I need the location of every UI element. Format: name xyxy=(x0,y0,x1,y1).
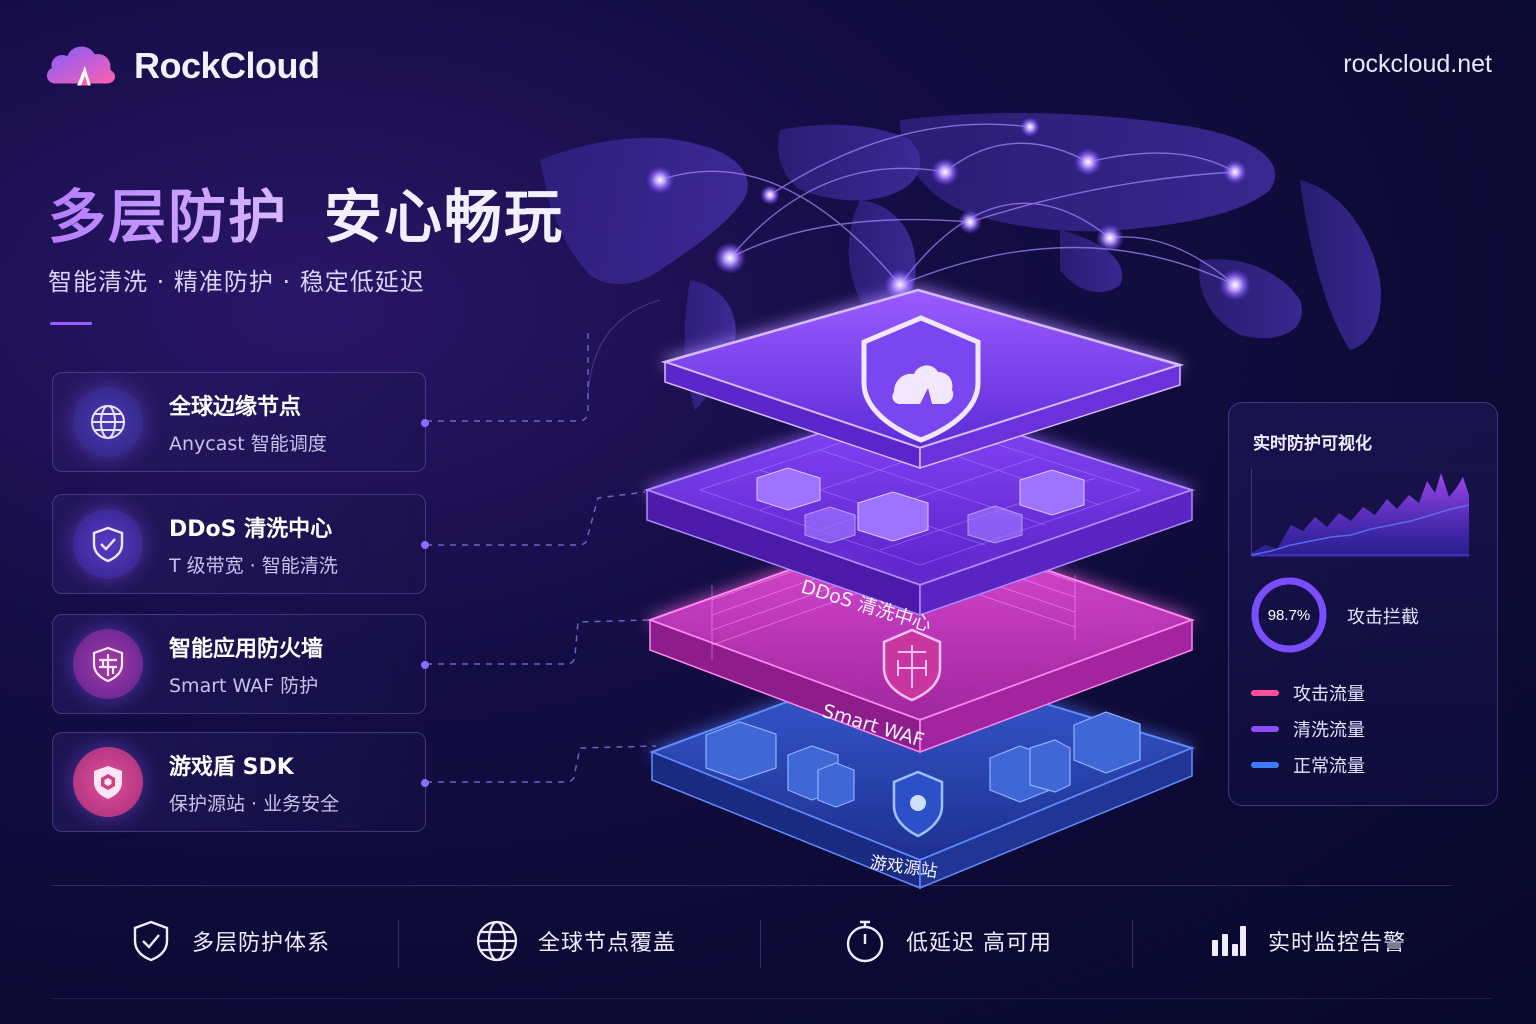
connector-dot xyxy=(421,419,429,427)
top-shield-layer xyxy=(660,288,1185,470)
legend-label: 清洗流量 xyxy=(1293,720,1365,741)
bottom-feature-label: 实时监控告警 xyxy=(1268,931,1407,956)
legend-swatch xyxy=(1251,762,1279,768)
feature-desc: Smart WAF 防护 xyxy=(169,674,319,697)
legend-swatch xyxy=(1251,690,1279,696)
legend-item-scrubbed: 清洗流量 xyxy=(1251,711,1365,747)
bottom-feature-layered[interactable]: 多层防护体系 xyxy=(128,918,330,964)
hero-title-secondary: 安心畅玩 xyxy=(324,183,565,251)
firewall-shield-icon xyxy=(92,646,124,683)
bottom-feature-label: 低延迟 高可用 xyxy=(906,931,1052,956)
legend-label: 攻击流量 xyxy=(1293,684,1365,705)
globe-icon xyxy=(476,920,518,962)
bar-chart-icon xyxy=(1212,926,1246,956)
connector-dot xyxy=(421,661,429,669)
legend-label: 正常流量 xyxy=(1293,756,1365,777)
bottom-feature-label: 全球节点覆盖 xyxy=(538,931,677,956)
bottom-feature-monitor[interactable]: 实时监控告警 xyxy=(1204,918,1406,964)
block-rate-value: 98.7% xyxy=(1267,606,1311,624)
feature-title: 全球边缘节点 xyxy=(169,394,302,420)
feature-badge xyxy=(73,747,143,817)
connector-dot xyxy=(421,541,429,549)
hero-title: 多层防护安心畅玩 xyxy=(48,170,564,254)
feature-card-ddos[interactable]: DDoS 清洗中心 T 级带宽 · 智能清洗 xyxy=(52,494,429,594)
brand-logo[interactable]: RockCloud xyxy=(42,38,320,94)
waf-layer xyxy=(647,523,1195,754)
shield-check-icon xyxy=(92,526,124,563)
bottom-divider-top xyxy=(52,885,1452,886)
realtime-protection-panel: 实时防护可视化 98.7% 攻击拦截 攻击流量 xyxy=(1228,402,1498,806)
shield-check-icon xyxy=(133,920,169,962)
traffic-legend: 攻击流量 清洗流量 正常流量 xyxy=(1251,675,1365,783)
block-rate-ring xyxy=(1251,577,1327,653)
separator xyxy=(760,920,761,968)
separator xyxy=(398,920,399,968)
origin-layer xyxy=(649,658,1195,890)
globe-icon xyxy=(91,405,125,439)
traffic-sparkline xyxy=(1251,469,1469,557)
bottom-divider-bottom xyxy=(52,998,1492,999)
feature-title: 智能应用防火墙 xyxy=(169,636,324,662)
brand-name: RockCloud xyxy=(134,45,320,86)
feature-desc: 保护源站 · 业务安全 xyxy=(169,792,340,815)
legend-item-attack: 攻击流量 xyxy=(1251,675,1365,711)
connector-dot xyxy=(421,779,429,787)
site-url-link[interactable]: rockcloud.net xyxy=(1343,50,1492,78)
feature-title: DDoS 清洗中心 xyxy=(169,516,333,542)
hero-subtitle: 智能清洗 · 精准防护 · 稳定低延迟 xyxy=(48,268,425,296)
ddos-layer xyxy=(643,400,1196,617)
bottom-feature-latency[interactable]: 低延迟 高可用 xyxy=(842,918,1052,964)
cloud-rocket-logo-icon xyxy=(46,46,116,86)
legend-item-normal: 正常流量 xyxy=(1251,747,1365,783)
feature-card-waf[interactable]: 智能应用防火墙 Smart WAF 防护 xyxy=(52,614,429,714)
separator xyxy=(1132,920,1133,968)
legend-swatch xyxy=(1251,726,1279,732)
accent-divider xyxy=(50,322,92,325)
feature-title: 游戏盾 SDK xyxy=(169,754,294,780)
bottom-feature-label: 多层防护体系 xyxy=(192,931,331,956)
stopwatch-icon xyxy=(846,920,884,963)
feature-desc: T 级带宽 · 智能清洗 xyxy=(169,554,338,577)
bottom-feature-global[interactable]: 全球节点覆盖 xyxy=(474,918,676,964)
feature-badge xyxy=(73,509,143,579)
block-rate-caption: 攻击拦截 xyxy=(1347,607,1419,628)
panel-title: 实时防护可视化 xyxy=(1253,434,1372,454)
feature-card-edge-nodes[interactable]: 全球边缘节点 Anycast 智能调度 xyxy=(52,372,429,472)
hex-shield-icon xyxy=(94,766,122,799)
feature-badge xyxy=(73,629,143,699)
feature-badge xyxy=(73,387,143,457)
hero-title-primary: 多层防护 xyxy=(48,183,289,251)
feature-card-sdk[interactable]: 游戏盾 SDK 保护源站 · 业务安全 xyxy=(52,732,429,832)
feature-desc: Anycast 智能调度 xyxy=(169,432,327,455)
